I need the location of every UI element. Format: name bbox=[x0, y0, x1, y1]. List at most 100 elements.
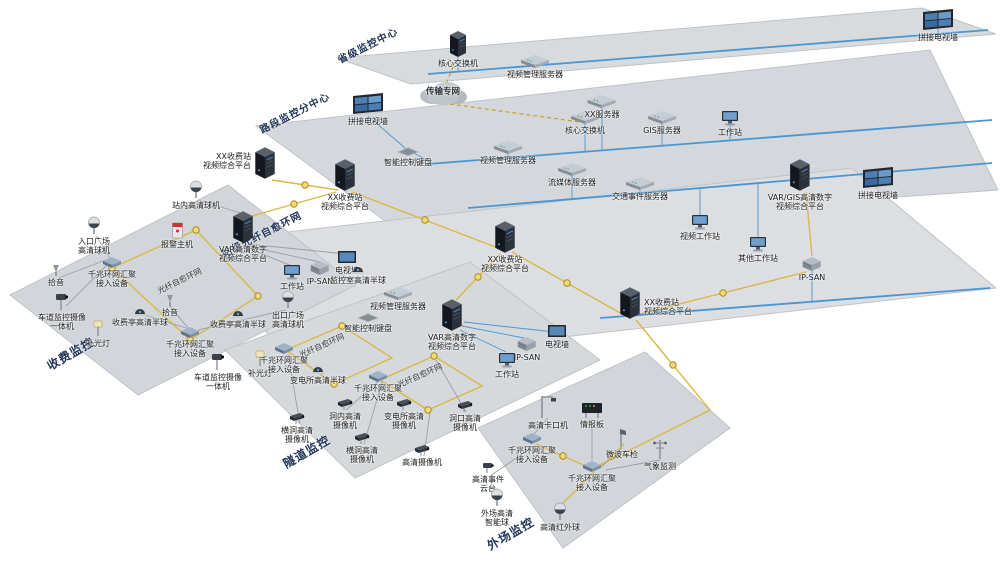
alarm-icon bbox=[171, 222, 184, 239]
gigabit-ring-access-6: 千兆环网汇聚接入设备 bbox=[568, 460, 616, 493]
switch-icon bbox=[647, 110, 677, 125]
tvwall-tunnel: 电视墙 bbox=[545, 324, 569, 349]
ipsan-toll: IP-SAN bbox=[306, 260, 334, 286]
info-board-label: 情报板 bbox=[580, 420, 604, 429]
cross-passage-camera-1: 横洞高清摄像机 bbox=[281, 412, 313, 445]
lanecam-icon bbox=[54, 292, 70, 312]
platform-provincial-center bbox=[336, 7, 997, 85]
hd-event-ptz: 高清事件云台 bbox=[472, 460, 504, 494]
hd-camera-tunnel: 高清摄像机 bbox=[402, 444, 442, 467]
cable-link bbox=[141, 313, 187, 329]
info-board: 情报板 bbox=[580, 402, 604, 429]
substation-camera: 变电所高清摄像机 bbox=[384, 398, 424, 431]
serverBig-icon bbox=[619, 286, 641, 320]
workstation-toll-label: 工作站 bbox=[280, 282, 304, 291]
serverBig-icon bbox=[232, 210, 254, 244]
transport-network-cloud: 传输专网 bbox=[417, 80, 469, 106]
gis-server-label: GIS服务器 bbox=[643, 126, 681, 135]
toll-station-platform-2-label: XX收费站视频综合平台 bbox=[321, 193, 369, 212]
tunnel-portal-camera-label: 洞口高清摄像机 bbox=[449, 414, 481, 433]
boxcam-icon bbox=[336, 398, 354, 411]
video-workstation-label: 视频工作站 bbox=[680, 232, 720, 241]
aggdev-icon bbox=[582, 460, 602, 473]
var-video-platform-tunnel-label: VAR高清数字视频综合平台 bbox=[428, 333, 476, 352]
gigabit-ring-access-3: 千兆环网汇聚接入设备 bbox=[260, 342, 308, 375]
monitor-icon bbox=[498, 352, 516, 369]
cable-link bbox=[345, 379, 381, 411]
bus-line-bus2 bbox=[427, 119, 993, 165]
fiber-junction-icon bbox=[254, 292, 262, 300]
tvwall-subcenter-left: 拼接电视墙 bbox=[348, 92, 388, 126]
exit-plaza-dome: 出口广场高清球机 bbox=[272, 290, 304, 330]
video-link bbox=[367, 115, 406, 149]
light-icon bbox=[92, 320, 104, 338]
checkpoint-camera: 高清卡口机 bbox=[528, 394, 568, 430]
monitor-icon bbox=[691, 214, 709, 231]
video-workstation: 视频工作站 bbox=[680, 214, 720, 241]
cloud-icon bbox=[417, 80, 469, 106]
audio-pickup-2: 拾音 bbox=[162, 294, 178, 317]
mic-icon bbox=[165, 294, 175, 307]
cable-link bbox=[197, 309, 287, 331]
domeSmall-icon bbox=[133, 306, 147, 317]
ipsan-toll-label: IP-SAN bbox=[306, 277, 334, 286]
tvwall-subcenter-right-label: 拼接电视墙 bbox=[858, 191, 898, 200]
toll-station-platform-1: XX收费站视频综合平台 bbox=[203, 146, 276, 180]
media-streaming-server-label: 流媒体服务器 bbox=[548, 178, 596, 187]
server-icon bbox=[449, 30, 467, 58]
field-smart-dome-label: 外场高清智能球 bbox=[481, 509, 513, 528]
alarm-host-label: 报警主机 bbox=[161, 240, 193, 249]
smart-control-keyboard-subcenter-label: 智能控制键盘 bbox=[384, 158, 432, 167]
aggdev-icon bbox=[368, 370, 388, 383]
fiber-junction-icon bbox=[559, 452, 567, 460]
checkpoint-camera-label: 高清卡口机 bbox=[528, 421, 568, 430]
cable-link bbox=[242, 245, 293, 267]
ipsan-tunnel: IP-SAN bbox=[514, 336, 540, 362]
station-dome-camera-label: 站内高清球机 bbox=[172, 201, 220, 210]
station-dome-camera: 站内高清球机 bbox=[172, 180, 220, 210]
platform-toll-monitoring bbox=[9, 184, 357, 396]
traffic-event-server: 交通事件服务器 bbox=[612, 176, 668, 201]
other-workstation: 其他工作站 bbox=[738, 236, 778, 263]
ipsan-subcenter: IP-SAN bbox=[799, 256, 825, 282]
weather-monitor-label: 气象监测 bbox=[644, 462, 676, 471]
video-link bbox=[459, 329, 507, 353]
boxcam-icon bbox=[413, 444, 431, 457]
fiber-link bbox=[561, 471, 595, 505]
control-room-dome: 监控室高清半球 bbox=[330, 264, 386, 285]
tvpanel-icon bbox=[337, 250, 357, 265]
monitor-icon bbox=[749, 236, 767, 253]
fiber-junction-icon bbox=[563, 279, 571, 287]
gigabit-ring-access-3-label: 千兆环网汇聚接入设备 bbox=[260, 356, 308, 375]
var-video-platform-tunnel: VAR高清数字视频综合平台 bbox=[428, 298, 476, 352]
entrance-plaza-dome: 入口广场高清球机 bbox=[78, 216, 110, 256]
video-mgmt-server-provincial: 视频管理服务器 bbox=[507, 54, 563, 79]
booth-dome-2: 收费亭高清半球 bbox=[210, 308, 266, 329]
smart-control-keyboard-tunnel-label: 智能控制键盘 bbox=[344, 324, 392, 333]
hd-event-ptz-label: 高清事件云台 bbox=[472, 475, 504, 494]
keyboard-icon bbox=[396, 146, 420, 157]
gigabit-ring-access-2: 千兆环网汇聚接入设备 bbox=[166, 326, 214, 359]
microwave-vehicle-detector: 微波车检 bbox=[606, 428, 638, 459]
cable-link bbox=[605, 459, 661, 471]
fiber-junction-icon bbox=[719, 289, 727, 297]
cable-link bbox=[247, 243, 347, 255]
fill-light-2: 补光灯 bbox=[248, 350, 272, 378]
video-mgmt-server-provincial-label: 视频管理服务器 bbox=[507, 70, 563, 79]
fill-light-2-label: 补光灯 bbox=[248, 369, 272, 378]
workstation-subcenter-label: 工作站 bbox=[718, 128, 742, 137]
cable-link bbox=[197, 199, 245, 215]
booth-dome-1: 收费亭高清半球 bbox=[112, 306, 168, 327]
serverBig-icon bbox=[334, 158, 356, 192]
switch-icon bbox=[570, 110, 600, 125]
video-link bbox=[461, 325, 525, 339]
switch-icon bbox=[493, 140, 523, 155]
fiber-junction-icon bbox=[608, 452, 616, 460]
gis-server: GIS服务器 bbox=[643, 110, 681, 135]
cable-link bbox=[489, 445, 535, 477]
lane-camera-1: 车道监控摄像一体机 bbox=[38, 292, 86, 332]
toll-station-platform-3-label: XX收费站视频综合平台 bbox=[481, 255, 529, 274]
vargis-video-platform: VAR/GIS高清数字视频综合平台 bbox=[768, 158, 832, 212]
gigabit-ring-access-4: 千兆环网汇聚接入设备 bbox=[354, 370, 402, 403]
storage-icon bbox=[802, 256, 822, 272]
